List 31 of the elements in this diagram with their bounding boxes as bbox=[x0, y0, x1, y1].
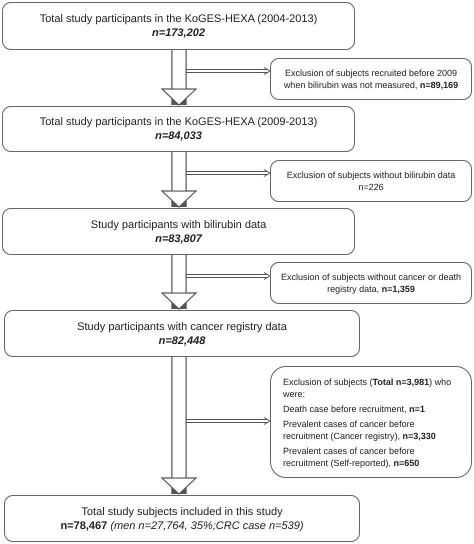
box-text: Study participants with cancer registry data bbox=[77, 320, 287, 334]
count-text: n=82,448 bbox=[158, 334, 206, 348]
process-box bbox=[4, 495, 360, 542]
exclusion-box bbox=[270, 58, 472, 100]
arrow bbox=[186, 272, 271, 280]
box-text: Exclusion of subjects recruited before 2009 when bilirubin was not measured, n=89,169 bbox=[282, 67, 460, 91]
count-text: n=83,807 bbox=[155, 232, 202, 246]
box-text: Exclusion of subjects (Total n=3,981) who were: bbox=[283, 376, 452, 400]
exclusion-box bbox=[270, 366, 472, 478]
process-box bbox=[4, 310, 360, 357]
exclusion-box bbox=[270, 160, 472, 202]
count-text: n=84,033 bbox=[155, 129, 202, 143]
box-text: Total study participants in the KoGES-HEXA (2009-2013) bbox=[40, 115, 318, 129]
count-text: n=173,202 bbox=[152, 26, 205, 40]
arrow bbox=[186, 169, 271, 177]
box-text: n=226 bbox=[358, 181, 384, 193]
process-box bbox=[2, 106, 355, 152]
box-text: Total study subjects included in this study bbox=[81, 504, 283, 518]
exclusion-box bbox=[270, 262, 472, 304]
box-text: Prevalent cases of cancer before recruitment (Cancer registry), n=3,330 bbox=[283, 418, 437, 442]
arrow bbox=[186, 67, 271, 75]
process-box bbox=[2, 208, 355, 255]
box-text: Death case before recruitment, n=1 bbox=[283, 402, 425, 414]
arrow bbox=[186, 417, 271, 425]
process-box bbox=[2, 2, 355, 50]
box-text: Exclusion of subjects without bilirubin data bbox=[286, 169, 456, 181]
box-text: Study participants with bilirubin data bbox=[90, 218, 266, 232]
count-text: n=78,467 (men n=27,764, 35%;CRC case n=539) bbox=[60, 518, 304, 532]
box-text: Prevalent cases of cancer before recruitment (Self-reported), n=650 bbox=[283, 444, 420, 468]
box-text: Total study participants in the KoGES-HEXA (2004-2013) bbox=[40, 12, 318, 26]
box-text: Exclusion of subjects without cancer or death registry data, n=1,359 bbox=[280, 271, 462, 295]
